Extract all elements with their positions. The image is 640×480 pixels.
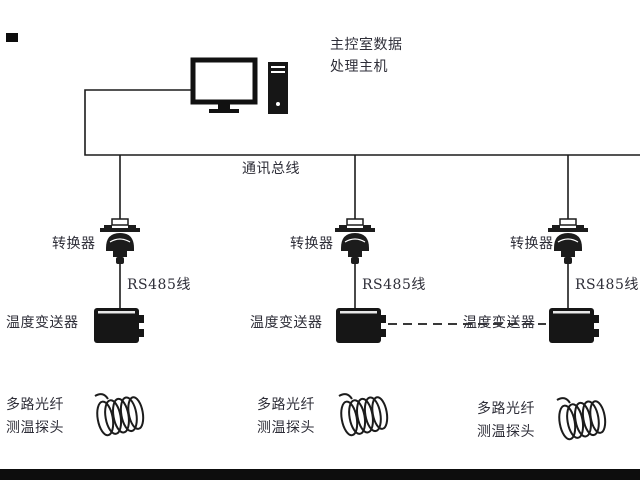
host-label: 主控室数据 处理主机 [330,34,403,78]
probe-label: 多路光纤 测温探头 [477,398,535,444]
monitor-icon [190,57,258,105]
monitor-stand [218,102,230,109]
fiber-probe-coil-icon [338,393,389,437]
transmitter-label: 温度变送器 [463,315,536,331]
probe-label-line1: 多路光纤 [257,397,315,413]
probe-label: 多路光纤 测温探头 [257,394,315,440]
rs485-converter-icon [335,218,375,264]
scan-artifact-top-left [6,33,18,42]
rs485-cable-label: RS485线 [575,277,639,293]
host-label-line1: 主控室数据 [330,37,403,53]
temperature-transmitter-icon [94,308,144,343]
rs485-converter-icon [548,218,588,264]
probe-label: 多路光纤 测温探头 [6,394,64,440]
probe-label-line2: 测温探头 [257,420,315,436]
scan-artifact-bottom-bar [0,469,640,480]
rs485-cable-label: RS485线 [362,277,426,293]
probe-label-line1: 多路光纤 [6,397,64,413]
tower-icon [268,62,288,114]
rs485-converter-icon [100,218,140,264]
host-label-line2: 处理主机 [330,59,388,75]
fiber-probe-coil-icon [94,393,145,437]
bus-label: 通讯总线 [242,161,300,177]
host-computer-icon [190,57,288,114]
converter-label: 转换器 [52,236,96,252]
rs485-cable-label: RS485线 [127,277,191,293]
fiber-probe-coil-icon [556,397,607,441]
tower-slot [271,66,285,68]
converter-label: 转换器 [290,236,334,252]
temperature-transmitter-icon [336,308,386,343]
transmitter-label: 温度变送器 [250,315,323,331]
probe-label-line2: 测温探头 [6,420,64,436]
transmitter-label: 温度变送器 [6,315,79,331]
probe-label-line1: 多路光纤 [477,401,535,417]
monitor-base [209,109,239,113]
converter-label: 转换器 [510,236,554,252]
tower-power-button [276,102,280,106]
probe-label-line2: 测温探头 [477,424,535,440]
temperature-transmitter-icon [549,308,599,343]
communication-bus-line [84,89,640,156]
tower-slot [271,71,285,73]
